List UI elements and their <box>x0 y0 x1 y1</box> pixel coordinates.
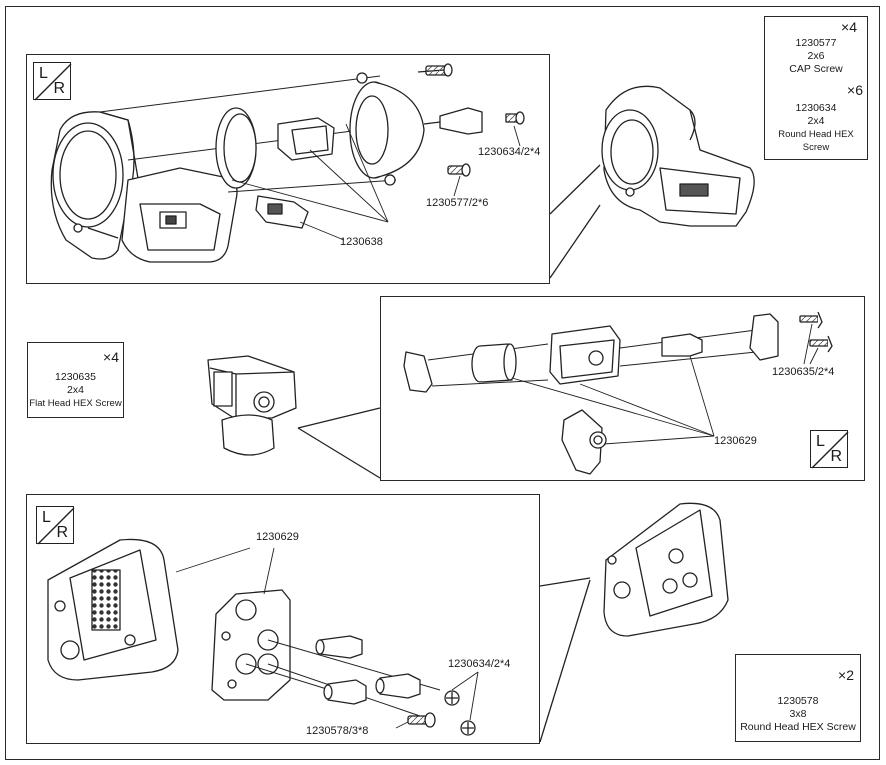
callout-panel-3-screw-a: 1230634/2*4 <box>448 658 511 670</box>
cap-screw-name: CAP Screw <box>789 63 843 75</box>
callout-panel-1-screw-a: 1230634/2*4 <box>478 146 541 158</box>
legend-screws-top-right: ×4 1230577 2x6 CAP Screw ×6 1230634 2x4 … <box>764 16 868 160</box>
callout-panel-1-screw-b: 1230577/2*6 <box>426 197 489 209</box>
round-head-screw-2-code: 1230578 <box>777 695 819 707</box>
round-head-screw-2-quantity: ×2 <box>838 666 854 683</box>
round-head-screw-size: 2x4 <box>807 115 825 127</box>
badge-left-letter: L <box>816 433 825 450</box>
left-right-badge-panel-2: L R <box>810 430 849 469</box>
panel-1-frame <box>26 54 550 284</box>
cap-screw-code: 1230577 <box>795 37 837 49</box>
badge-right-letter: R <box>53 80 65 97</box>
panel-2-frame <box>380 296 865 481</box>
badge-left-letter: L <box>39 65 48 82</box>
legend-round-head-screw-bottom: ×2 1230578 3x8 Round Head HEX Screw <box>735 654 861 742</box>
callout-panel-3-screw-b: 1230578/3*8 <box>306 725 369 737</box>
flat-head-screw-code: 1230635 <box>55 371 96 383</box>
flat-head-screw-quantity: ×4 <box>103 348 119 365</box>
legend-flat-head-screw: ×4 1230635 2x4 Flat Head HEX Screw <box>27 342 124 418</box>
cap-screw-size: 2x6 <box>807 50 825 62</box>
callout-panel-2-part: 1230629 <box>714 435 757 447</box>
badge-right-letter: R <box>56 524 68 541</box>
left-right-badge-panel-3: L R <box>36 506 75 545</box>
round-head-screw-2-name: Round Head HEX Screw <box>740 721 856 733</box>
round-head-screw-2-size: 3x8 <box>789 708 807 720</box>
flat-head-screw-name: Flat Head HEX Screw <box>29 398 122 409</box>
round-head-screw-name: Round Head HEX Screw <box>778 129 854 153</box>
badge-right-letter: R <box>830 448 842 465</box>
callout-panel-2-screw: 1230635/2*4 <box>772 366 835 378</box>
cap-screw-quantity: ×4 <box>841 18 857 35</box>
flat-head-screw-size: 2x4 <box>67 384 84 396</box>
badge-left-letter: L <box>42 509 51 526</box>
round-head-screw-code: 1230634 <box>795 102 837 114</box>
callout-panel-1-part: 1230638 <box>340 236 383 248</box>
left-right-badge-panel-1: L R <box>33 62 72 101</box>
callout-panel-3-part: 1230629 <box>256 531 299 543</box>
round-head-screw-quantity: ×6 <box>847 81 863 98</box>
